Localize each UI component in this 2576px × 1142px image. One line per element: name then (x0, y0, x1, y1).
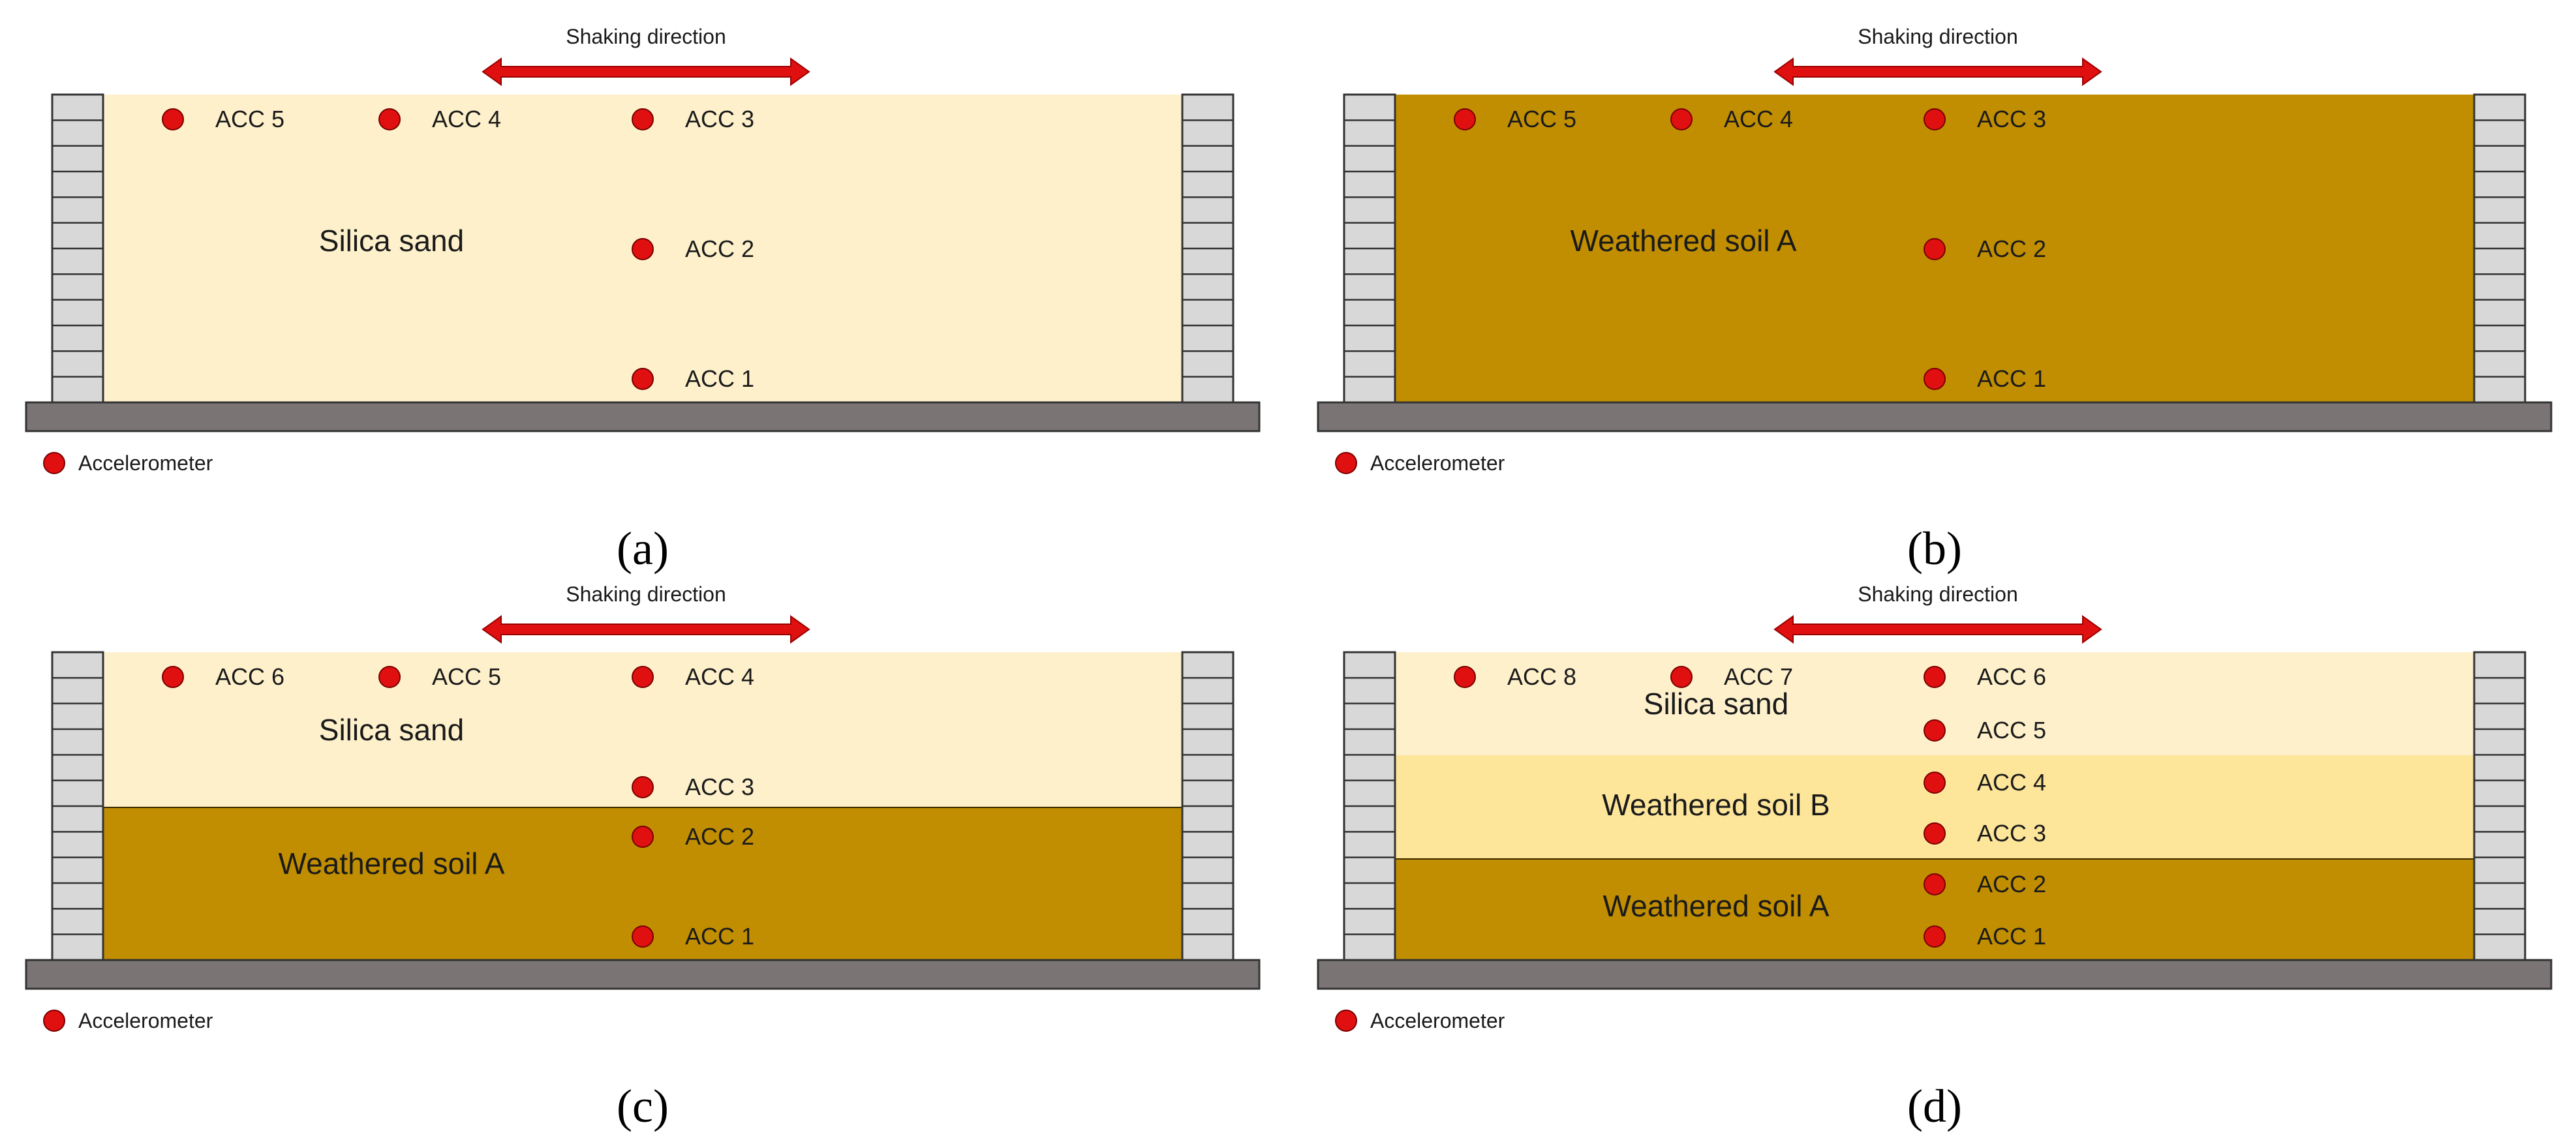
shaking-direction-label: Shaking direction (1858, 582, 2017, 606)
shaking-direction-arrow-icon (482, 615, 810, 644)
shaking-table-base (1317, 401, 2553, 432)
accelerometer-label: ACC 6 (215, 663, 284, 690)
shaking-direction-arrow-icon (1773, 615, 2102, 644)
shaking-direction-label: Shaking direction (566, 582, 726, 606)
soil-layer-label: Weathered soil A (1571, 224, 1797, 258)
accelerometer-dot (1924, 822, 1946, 845)
accelerometer-dot (162, 108, 184, 130)
accelerometer-label: ACC 3 (685, 106, 754, 132)
soil-layer-label: Weathered soil A (279, 847, 505, 880)
panel-caption: (a) (617, 522, 669, 575)
accelerometer-label: ACC 8 (1507, 663, 1576, 690)
accelerometer-label: ACC 2 (685, 235, 754, 262)
accelerometer-dot (1454, 666, 1476, 688)
accelerometer-dot (1454, 108, 1476, 130)
shaking-direction-arrow-icon (1773, 57, 2102, 86)
legend-label: Accelerometer (1370, 1009, 1505, 1032)
accelerometer-dot (1924, 666, 1946, 688)
accelerometer-label: ACC 1 (685, 923, 754, 950)
accelerometer-label: ACC 3 (1977, 106, 2046, 132)
legend-accelerometer-icon (1335, 1010, 1357, 1032)
accelerometer-dot (1670, 108, 1693, 130)
accelerometer-dot (162, 666, 184, 688)
legend-accelerometer-icon (1335, 452, 1357, 474)
accelerometer-dot (632, 238, 654, 260)
accelerometer-label: ACC 2 (1977, 235, 2046, 262)
accelerometer-label: ACC 5 (215, 106, 284, 132)
accelerometer-dot (1924, 719, 1946, 742)
soil-layer-label: Weathered soil A (1603, 889, 1830, 923)
accelerometer-dot (378, 108, 401, 130)
accelerometer-label: ACC 5 (1977, 717, 2046, 744)
accelerometer-dot (1924, 925, 1946, 948)
accelerometer-dot (632, 925, 654, 948)
accelerometer-label: ACC 2 (1977, 871, 2046, 897)
accelerometer-dot (1924, 772, 1946, 794)
accelerometer-label: ACC 3 (685, 774, 754, 800)
accelerometer-dot (632, 826, 654, 848)
accelerometer-label: ACC 4 (685, 663, 754, 690)
shaking-direction-label: Shaking direction (566, 25, 726, 48)
accelerometer-label: ACC 4 (432, 106, 501, 132)
accelerometer-label: ACC 3 (1977, 820, 2046, 847)
accelerometer-dot (1924, 238, 1946, 260)
shaking-table-base (1317, 959, 2553, 990)
shaking-table-base (25, 959, 1261, 990)
accelerometer-dot (1670, 666, 1693, 688)
accelerometer-label: ACC 4 (1724, 106, 1793, 132)
accelerometer-label: ACC 2 (685, 823, 754, 850)
panel-caption: (b) (1907, 522, 1962, 575)
accelerometer-label: ACC 7 (1724, 663, 1793, 690)
soil-layer-label: Silica sand (319, 713, 464, 747)
soil-layer-label: Weathered soil B (1602, 788, 1830, 822)
accelerometer-label: ACC 1 (685, 365, 754, 392)
accelerometer-label: ACC 1 (1977, 923, 2046, 950)
legend-label: Accelerometer (78, 1009, 213, 1032)
shaking-direction-arrow-icon (482, 57, 810, 86)
accelerometer-dot (378, 666, 401, 688)
accelerometer-dot (1924, 108, 1946, 130)
panel-caption: (c) (617, 1080, 669, 1132)
accelerometer-label: ACC 5 (1507, 106, 1576, 132)
legend-accelerometer-icon (43, 1010, 65, 1032)
accelerometer-label: ACC 6 (1977, 663, 2046, 690)
soil-layer-label: Silica sand (1644, 687, 1788, 721)
accelerometer-dot (1924, 873, 1946, 895)
soil-layer-label: Silica sand (319, 224, 464, 258)
accelerometer-dot (632, 108, 654, 130)
accelerometer-label: ACC 1 (1977, 365, 2046, 392)
accelerometer-dot (1924, 368, 1946, 390)
legend-label: Accelerometer (1370, 451, 1505, 475)
accelerometer-label: ACC 5 (432, 663, 501, 690)
accelerometer-dot (632, 368, 654, 390)
legend-accelerometer-icon (43, 452, 65, 474)
accelerometer-dot (632, 776, 654, 798)
legend-label: Accelerometer (78, 451, 213, 475)
shaking-table-base (25, 401, 1261, 432)
panel-caption: (d) (1907, 1080, 1962, 1132)
accelerometer-label: ACC 4 (1977, 769, 2046, 796)
accelerometer-dot (632, 666, 654, 688)
shaking-direction-label: Shaking direction (1858, 25, 2017, 48)
